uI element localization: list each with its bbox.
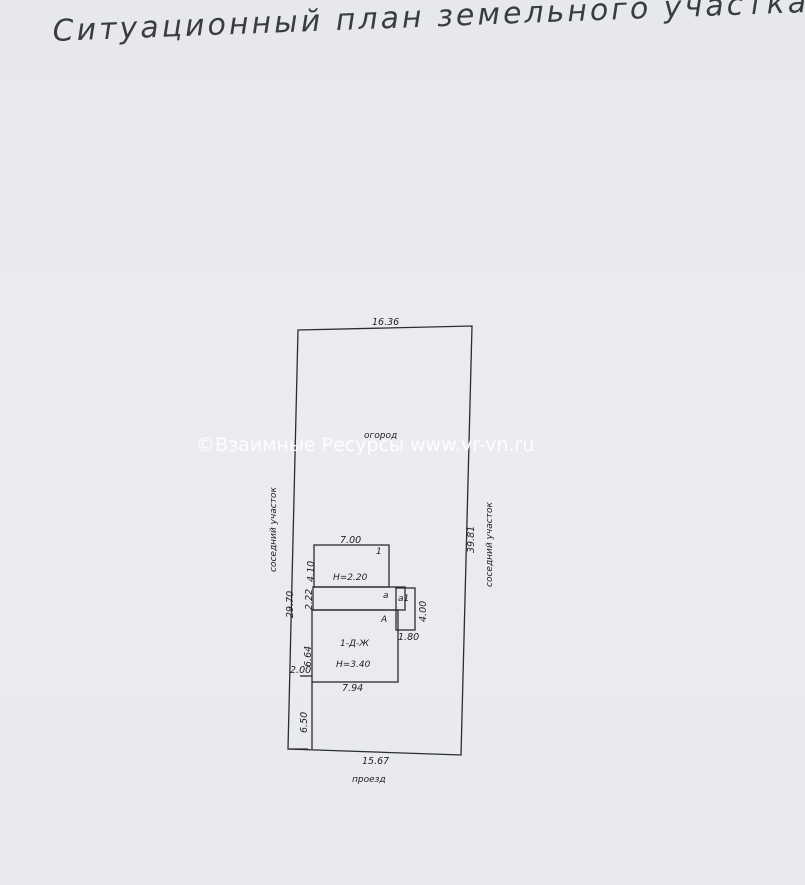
outbuilding-number: 1 [376,547,382,557]
dim-outbuilding-width: 7.00 [340,535,361,546]
main-house-label: 1-Д-Ж [340,639,369,649]
dim-front-setback: 6.50 [299,712,310,733]
dim-left: 29.70 [285,591,296,618]
dim-porch-width: 1.80 [398,632,419,643]
main-letter: А [380,615,387,625]
dim-top: 16.36 [372,317,399,328]
neighbor-left-label: соседний участок [269,487,279,572]
driveway-label: проезд [352,775,386,785]
dim-house-depth: 6.64 [303,646,314,667]
garden-label: огород [364,431,397,441]
passage-letter: а [383,591,389,601]
main-house-height: Н=3.40 [336,660,371,670]
neighbor-right-label: соседний участок [485,502,495,587]
dim-bottom: 15.67 [362,756,389,767]
passage [312,586,406,611]
watermark: ©Взаимные Ресурсы www.vr-vn.ru [196,434,535,456]
porch [395,587,416,631]
main-house [311,609,399,683]
plot-boundary [287,325,473,756]
dim-house-width: 7.94 [342,683,363,694]
porch-label: а1 [398,594,409,604]
dim-passage-depth: 2.22 [304,589,315,610]
outbuilding-height: Н=2.20 [333,573,368,583]
dim-right: 39.81 [466,526,477,553]
dim-outbuilding-depth: 4.10 [306,561,317,582]
dim-house-offset: 2.00 [290,665,311,676]
dim-porch-depth: 4.00 [418,601,429,622]
